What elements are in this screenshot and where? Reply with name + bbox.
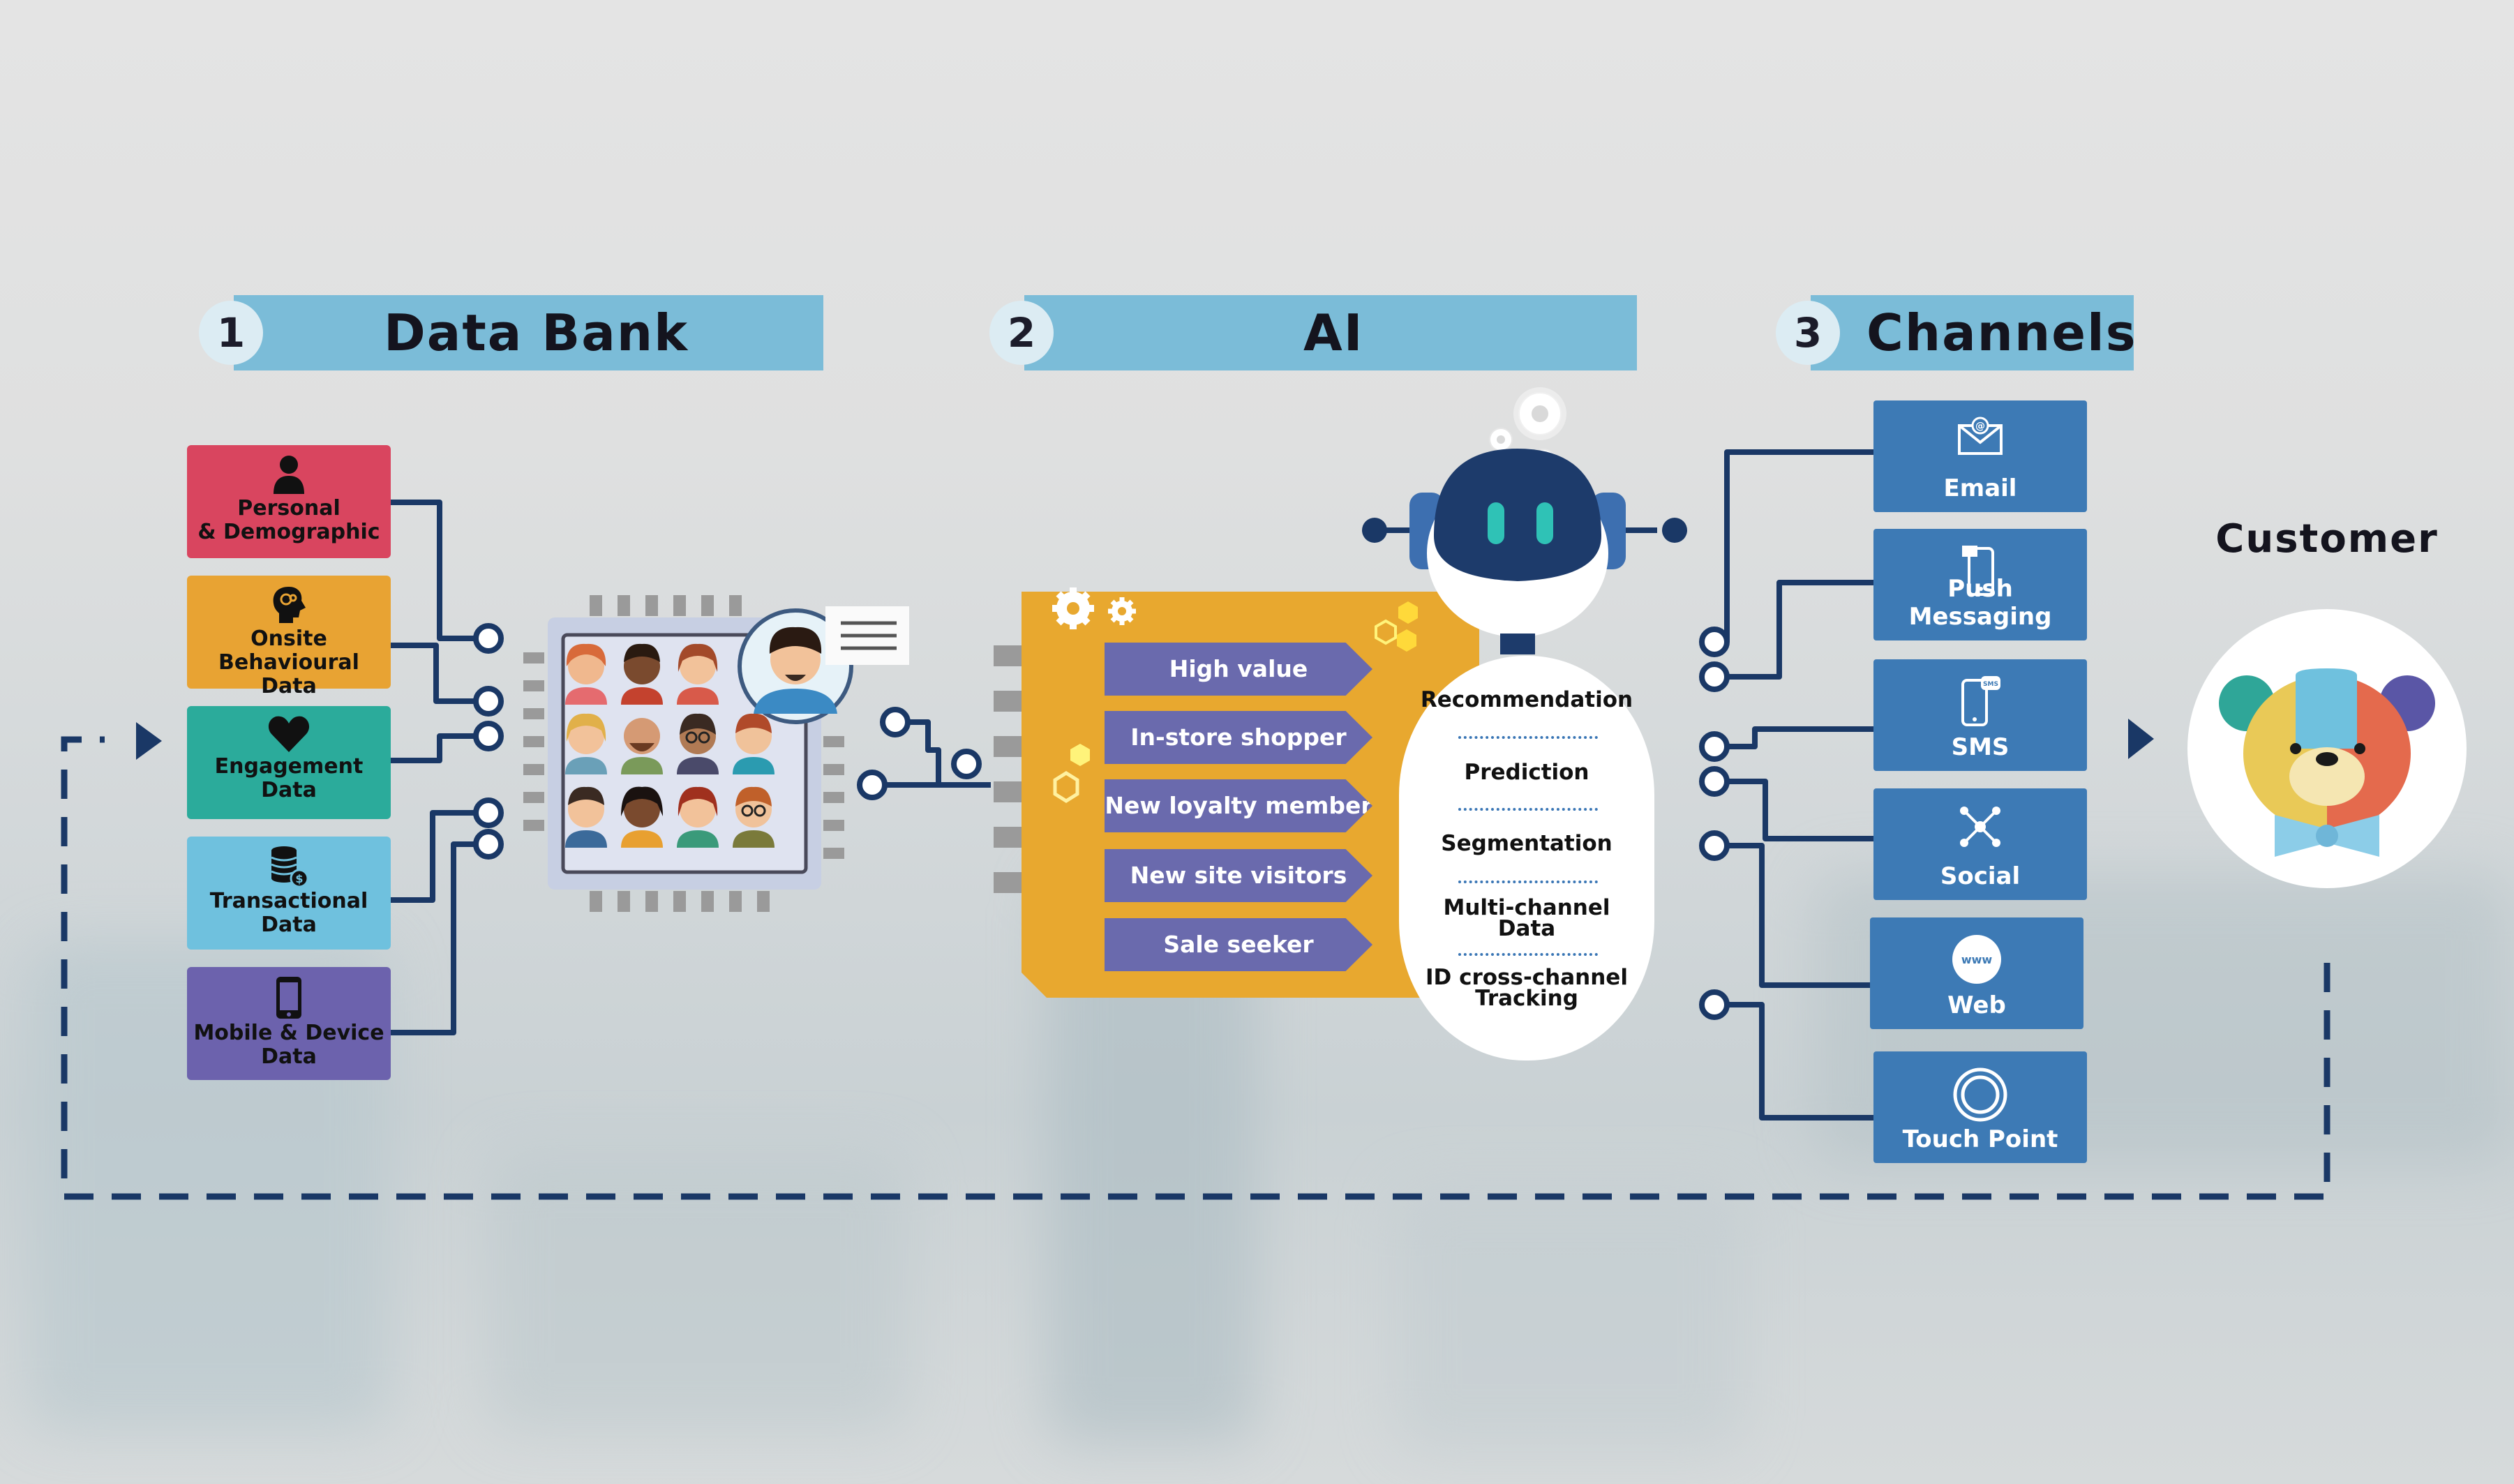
svg-text:www: www (1961, 953, 1993, 966)
channel-label: Email (1943, 474, 2017, 502)
svg-text:@: @ (1975, 421, 1985, 432)
person-icon (274, 456, 304, 494)
ai-output-panel (1399, 656, 1654, 1060)
data-source-label: & Demographic (197, 520, 380, 544)
ai-output-id-tracking: ID cross-channel Tracking (1402, 965, 1651, 1011)
ai-output-label: ID cross-channel (1426, 965, 1628, 990)
channel-touch-point: Touch Point (1873, 1051, 2087, 1163)
robot-icon (1362, 387, 1687, 654)
data-source-personal: Personal & Demographic (187, 445, 391, 558)
step-title: Data Bank (384, 303, 689, 362)
channel-label: SMS (1951, 733, 2010, 761)
divider (1458, 880, 1598, 883)
customer-label: Customer (2215, 516, 2439, 562)
step-header-channels: 3 Channels (1776, 295, 2137, 370)
step-title: Channels (1866, 303, 2137, 362)
data-source-label: Data (261, 1044, 317, 1069)
channel-push-messaging: Push Messaging (1873, 529, 2087, 640)
data-source-label: Engagement (214, 754, 364, 779)
step-number: 3 (1776, 301, 1840, 365)
envelope-icon: @ (1958, 417, 2003, 455)
www-globe-icon: www (1952, 935, 2001, 984)
channel-label: Touch Point (1902, 1125, 2058, 1153)
channel-label: Push Messaging (1908, 575, 2052, 631)
channel-social: Social (1873, 788, 2087, 900)
step-title: AI (1303, 303, 1364, 362)
data-source-label: Mobile & Device (193, 1021, 384, 1045)
segment-in-store-shopper: In-store shopper (1105, 711, 1372, 764)
data-source-engagement: Engagement Data (187, 706, 391, 819)
ai-output-label: Recommendation (1420, 687, 1633, 712)
data-source-label: Data (261, 913, 317, 937)
data-source-label: Data (261, 778, 317, 802)
bear-face-icon (2187, 609, 2467, 888)
ai-output-label: Multi-channel (1443, 895, 1610, 920)
step-number: 2 (989, 301, 1054, 365)
ai-output-prediction: Prediction (1402, 760, 1651, 785)
segment-high-value: High value (1105, 643, 1372, 696)
divider (1458, 808, 1598, 811)
svg-text:$: $ (295, 872, 303, 885)
gear-icon (1052, 587, 1136, 629)
channel-label: Web (1947, 991, 2006, 1019)
heart-icon (268, 716, 310, 752)
segment-sale-seeker: Sale seeker (1105, 918, 1372, 971)
step-header-ai: 2 AI (989, 295, 1637, 370)
segment-new-site-visitors: New site visitors (1105, 849, 1372, 902)
data-source-label: Data (261, 674, 317, 698)
data-source-label: Personal (237, 496, 341, 520)
ai-output-segmentation: Segmentation (1402, 831, 1651, 856)
data-source-onsite-behavioural: Onsite Behavioural Data (187, 576, 391, 698)
data-source-mobile-device: Mobile & Device Data (187, 967, 391, 1080)
ai-output-recommendation: Recommendation (1402, 687, 1651, 712)
channel-label: Social (1940, 862, 2021, 890)
step-header-data-bank: 1 Data Bank (199, 295, 823, 370)
brain-icon (273, 587, 306, 623)
data-bank-chip (523, 595, 909, 912)
ai-output-label: Segmentation (1441, 831, 1613, 856)
channel-sms: SMS SMS (1873, 659, 2087, 771)
network-icon (1960, 807, 2000, 847)
ai-output-label: Prediction (1464, 760, 1589, 785)
channel-web: www Web (1870, 917, 2083, 1029)
phone-notification-icon (1962, 546, 1994, 596)
ai-output-multi-channel-data: Multi-channel Data (1402, 895, 1651, 941)
data-source-label: Transactional (209, 889, 368, 913)
channel-email: @ Email (1873, 400, 2087, 512)
step-number: 1 (199, 301, 263, 365)
data-source-transactional: $ Transactional Data (187, 837, 391, 950)
ai-output-label: Tracking (1475, 986, 1578, 1011)
sms-phone-icon: SMS (1961, 676, 2000, 726)
coins-icon: $ (271, 846, 309, 888)
svg-text:SMS: SMS (1983, 681, 1998, 688)
target-circle-icon (1953, 1067, 2007, 1122)
data-source-label: Onsite Behavioural (218, 627, 359, 675)
segment-new-loyalty-member: New loyalty member (1105, 779, 1372, 832)
ai-output-label: Data (1497, 916, 1556, 941)
divider (1458, 953, 1598, 956)
mobile-icon (276, 977, 301, 1019)
divider (1458, 736, 1598, 739)
